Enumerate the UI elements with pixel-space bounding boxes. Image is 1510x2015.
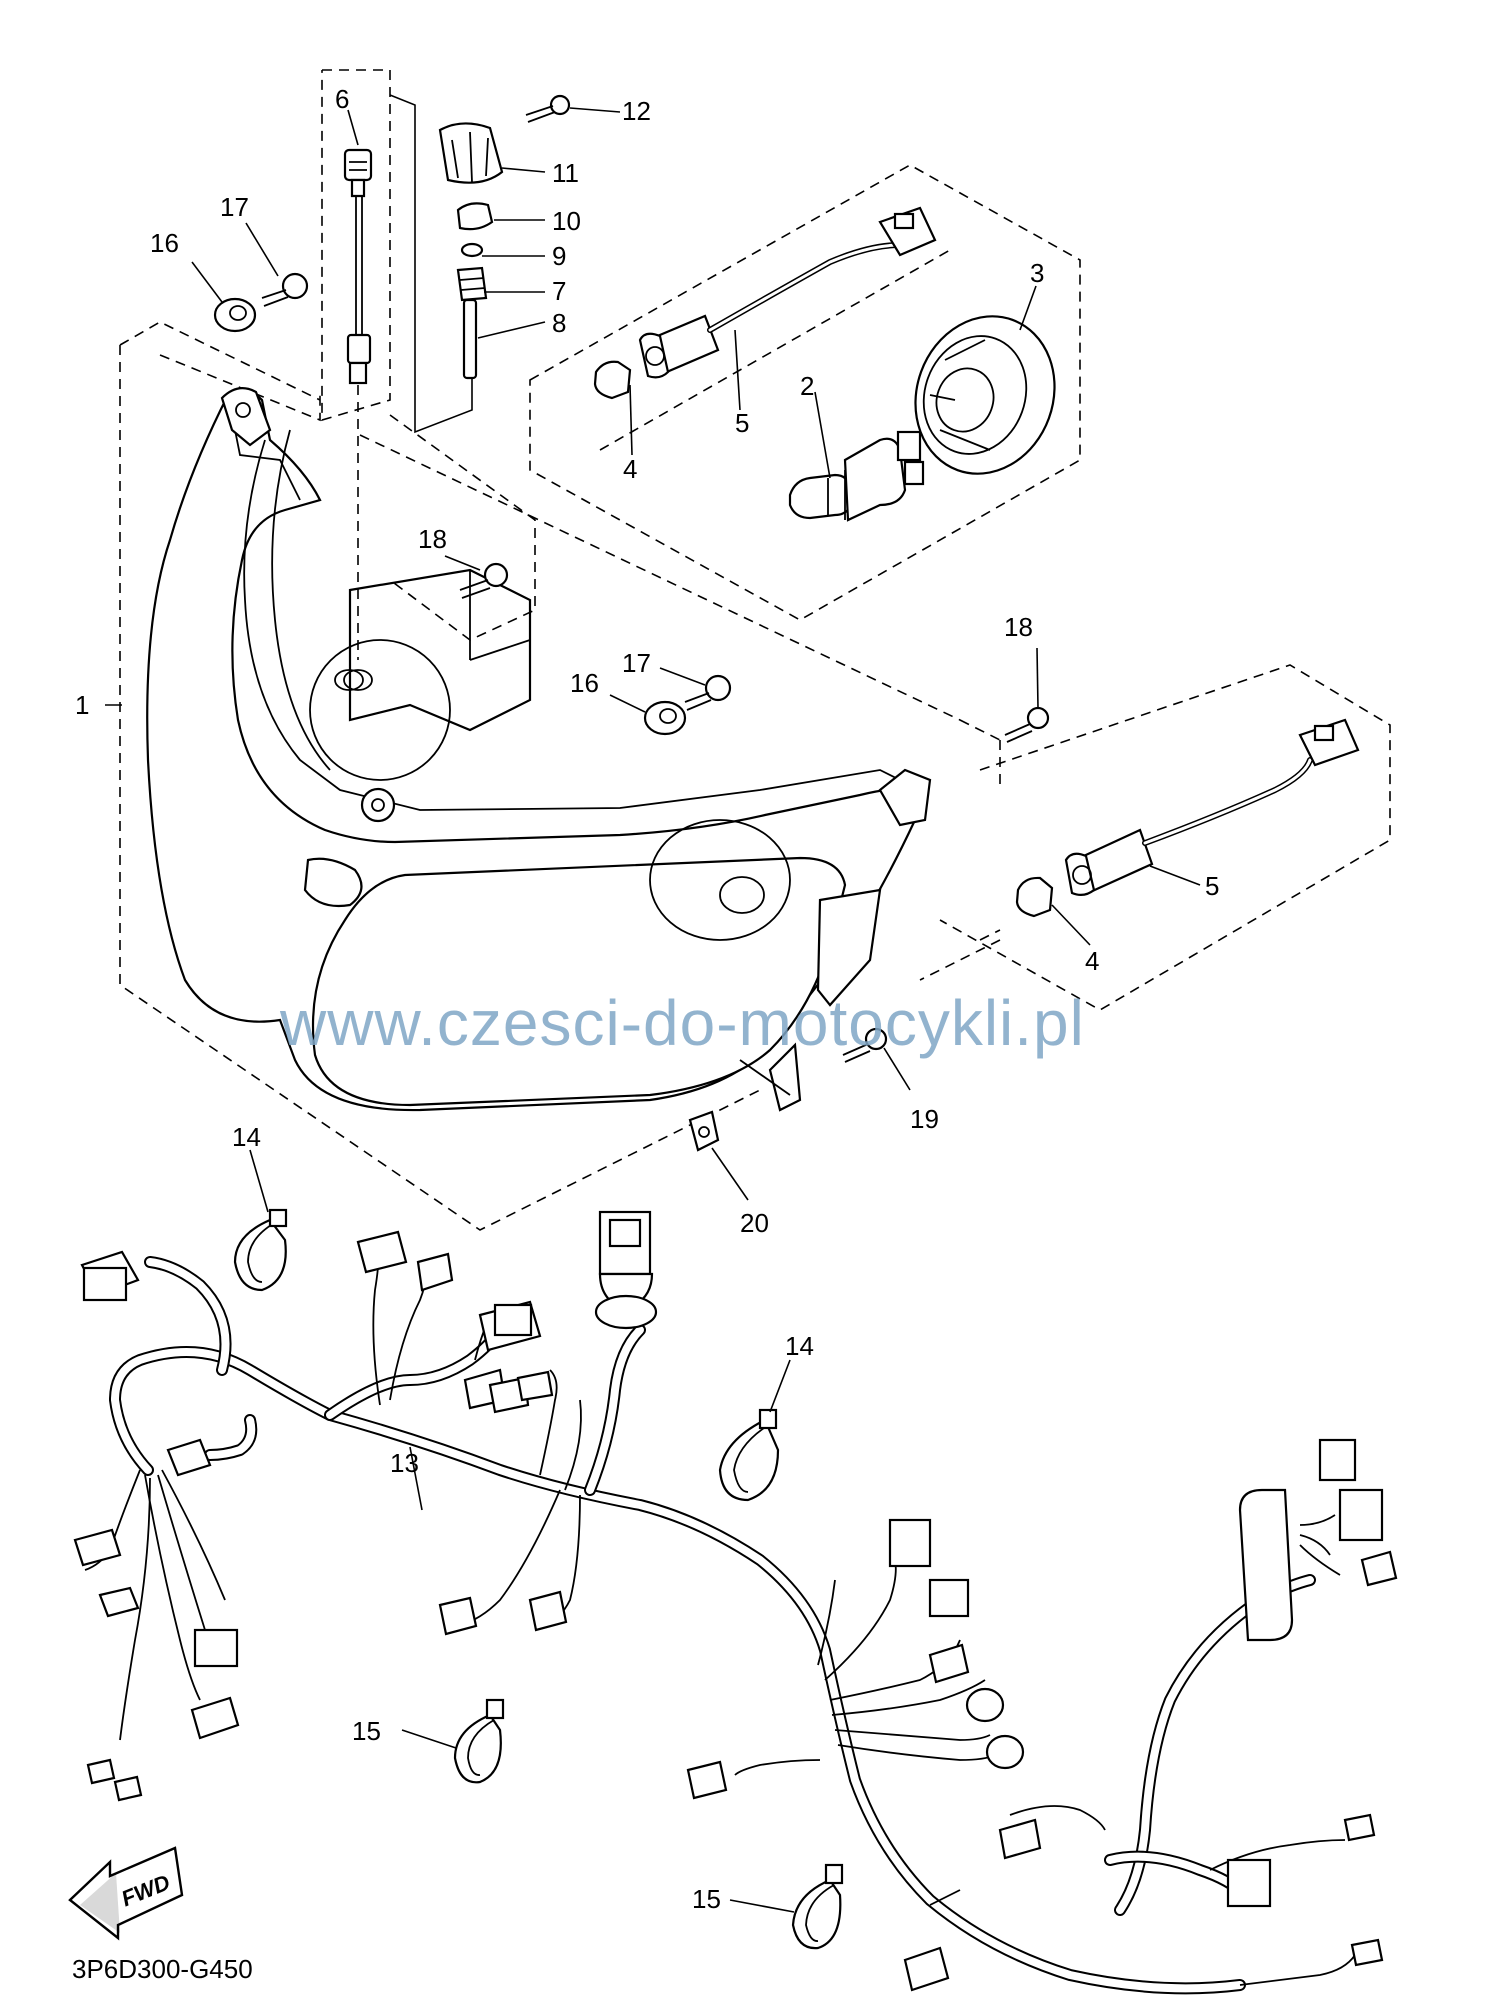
callout-14-left: 14 <box>232 1122 261 1152</box>
callout-4-lower: 4 <box>1085 946 1099 976</box>
callout-numbers: 1 2 3 4 4 5 5 6 7 8 9 10 11 12 13 14 14 … <box>75 84 1219 1914</box>
screw-18-lower[interactable] <box>1004 706 1050 743</box>
callout-19: 19 <box>910 1104 939 1134</box>
harness-connectors[interactable] <box>73 1210 1398 1992</box>
callout-15-left: 15 <box>352 1716 381 1746</box>
callout-8: 8 <box>552 308 566 338</box>
washer-9[interactable] <box>460 242 484 258</box>
screw-19[interactable] <box>842 1027 888 1063</box>
adjuster-7[interactable] <box>456 266 488 302</box>
leader-lines <box>105 107 1201 1913</box>
callout-17-lower: 17 <box>622 648 651 678</box>
screw-17-upper[interactable] <box>261 272 309 307</box>
headlight-bulb[interactable] <box>788 430 925 522</box>
callout-4-upper: 4 <box>623 454 637 484</box>
callout-16-lower: 16 <box>570 668 599 698</box>
callout-16-upper: 16 <box>150 228 179 258</box>
screw-17-lower[interactable] <box>684 674 732 711</box>
callout-7: 7 <box>552 276 566 306</box>
callout-18-lower: 18 <box>1004 612 1033 642</box>
grommet-16-lower[interactable] <box>643 700 687 736</box>
nut-10[interactable] <box>456 202 494 231</box>
bulb-socket-harness-upper[interactable] <box>638 206 937 379</box>
callout-9: 9 <box>552 241 566 271</box>
adjuster-screw-12[interactable] <box>525 94 571 123</box>
callout-5-lower: 5 <box>1205 871 1219 901</box>
callout-18-upper: 18 <box>418 524 447 554</box>
position-bulb-upper[interactable] <box>593 360 632 400</box>
callout-6: 6 <box>335 84 349 114</box>
callout-11: 11 <box>552 158 579 188</box>
clamp-band-14-left[interactable] <box>233 1208 288 1292</box>
grommet-16-upper[interactable] <box>213 297 257 333</box>
rod-8[interactable] <box>462 298 478 380</box>
callout-2: 2 <box>800 371 814 401</box>
callout-13: 13 <box>390 1448 419 1478</box>
nut-20[interactable] <box>688 1110 720 1152</box>
dashed-group-lower-right <box>939 664 1391 1011</box>
headlight-assembly[interactable] <box>119 321 1001 1231</box>
dashed-group-upper-right <box>529 164 1081 621</box>
callout-10: 10 <box>552 206 581 236</box>
callout-1: 1 <box>75 690 89 720</box>
socket-cover[interactable] <box>894 297 1077 494</box>
clamp-band-15-right[interactable] <box>791 1863 844 1950</box>
diagram-code: 3P6D300-G450 <box>72 1954 253 1984</box>
dashed-group-adjuster <box>321 69 536 641</box>
callout-3: 3 <box>1030 258 1044 288</box>
clamp-band-15-left[interactable] <box>453 1698 505 1784</box>
wire-harness[interactable] <box>84 1244 1356 1995</box>
position-bulb-lower[interactable] <box>1015 876 1054 918</box>
screw-18-upper[interactable] <box>459 562 509 599</box>
callout-20: 20 <box>740 1208 769 1238</box>
callout-12: 12 <box>622 96 651 126</box>
watermark: www.czesci-do-motocykli.pl <box>279 987 1085 1059</box>
bulb-socket-harness-lower[interactable] <box>1064 718 1360 897</box>
callout-17-upper: 17 <box>220 192 249 222</box>
callout-15-right: 15 <box>692 1884 721 1914</box>
fwd-arrow-icon: FWD <box>68 1846 184 1941</box>
callout-14-right: 14 <box>785 1331 814 1361</box>
adjusting-cable[interactable] <box>343 148 373 691</box>
adjuster-knob[interactable] <box>438 122 504 184</box>
clamp-band-14-right[interactable] <box>718 1408 780 1502</box>
callout-5-upper: 5 <box>735 408 749 438</box>
